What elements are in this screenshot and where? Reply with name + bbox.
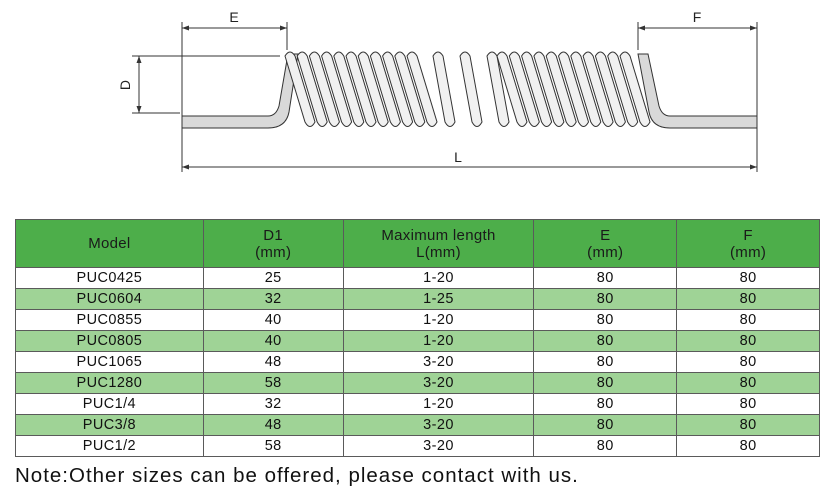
- dimension-arrows: [136, 25, 757, 170]
- table-cell: PUC1/2: [15, 435, 204, 457]
- table-cell: 58: [202, 372, 344, 394]
- coil-turn: [296, 51, 328, 127]
- coil-turns: [284, 51, 651, 127]
- table-cell: 3-20: [342, 372, 535, 394]
- coil-turn: [459, 51, 483, 127]
- table-cell: 1-25: [342, 288, 535, 310]
- coil-turn: [545, 51, 577, 127]
- table-cell: 32: [202, 288, 344, 310]
- table-cell: 1-20: [342, 267, 535, 289]
- table-cell: 80: [676, 393, 820, 415]
- table-cell: 80: [533, 372, 678, 394]
- coil-turn: [508, 51, 540, 127]
- e-label: E: [229, 9, 238, 25]
- coil-turn: [582, 51, 614, 127]
- f-label: F: [693, 9, 702, 25]
- header-model: Model: [15, 219, 204, 268]
- header-f: F(mm): [676, 219, 820, 268]
- table-cell: 1-20: [342, 330, 535, 352]
- table-cell: PUC0425: [15, 267, 204, 289]
- table-cell: 3-20: [342, 414, 535, 436]
- coil-turn: [496, 51, 528, 127]
- table-cell: 80: [533, 288, 678, 310]
- coil-turn: [521, 51, 553, 127]
- coil-turn: [486, 51, 510, 127]
- table-cell: 80: [533, 435, 678, 457]
- table-cell: 80: [676, 435, 820, 457]
- table-cell: 48: [202, 414, 344, 436]
- table-cell: 32: [202, 393, 344, 415]
- table-cell: PUC3/8: [15, 414, 204, 436]
- left-tube-end: [181, 53, 299, 129]
- table-cell: 58: [202, 435, 344, 457]
- l-label: L: [454, 149, 462, 165]
- coil-turn: [594, 51, 626, 127]
- table-cell: 1-20: [342, 309, 535, 331]
- table-cell: 80: [533, 267, 678, 289]
- coil-turn: [345, 51, 377, 127]
- d-label: D: [117, 80, 133, 90]
- coil-turn: [357, 51, 389, 127]
- table-cell: 80: [676, 351, 820, 373]
- table-cell: 80: [533, 309, 678, 331]
- table-cell: 40: [202, 330, 344, 352]
- header-d1: D1(mm): [202, 219, 344, 268]
- coil-turn: [394, 51, 426, 127]
- table-cell: 80: [676, 330, 820, 352]
- table-cell: 40: [202, 309, 344, 331]
- table-cell: 25: [202, 267, 344, 289]
- table-cell: PUC1280: [15, 372, 204, 394]
- table-cell: PUC1065: [15, 351, 204, 373]
- table-cell: 3-20: [342, 435, 535, 457]
- dimension-lines: [132, 22, 758, 172]
- coil-turn: [382, 51, 414, 127]
- table-cell: 48: [202, 351, 344, 373]
- coil-turn: [308, 51, 340, 127]
- coil-turn: [284, 51, 316, 127]
- table-cell: 80: [533, 414, 678, 436]
- coil-turn: [533, 51, 565, 127]
- coil-turn: [570, 51, 602, 127]
- coil-turn: [369, 51, 401, 127]
- table-cell: 3-20: [342, 351, 535, 373]
- coil-turn: [406, 51, 438, 127]
- coil-turn: [432, 51, 456, 127]
- table-cell: 80: [676, 309, 820, 331]
- table-cell: 80: [676, 288, 820, 310]
- coil-turn: [607, 51, 639, 127]
- right-tube-end: [637, 53, 758, 129]
- coil-turn: [333, 51, 365, 127]
- table-cell: 1-20: [342, 393, 535, 415]
- table-cell: PUC0604: [15, 288, 204, 310]
- note-text: Note:Other sizes can be offered, please …: [15, 464, 579, 487]
- table-cell: PUC1/4: [15, 393, 204, 415]
- table-cell: PUC0805: [15, 330, 204, 352]
- table-cell: 80: [533, 330, 678, 352]
- table-cell: 80: [676, 414, 820, 436]
- table-cell: 80: [533, 393, 678, 415]
- coil-tube-diagram: E F L D: [117, 9, 758, 172]
- table-cell: 80: [676, 267, 820, 289]
- table-cell: PUC0855: [15, 309, 204, 331]
- table-cell: 80: [676, 372, 820, 394]
- header-e: E(mm): [533, 219, 678, 268]
- coil-turn: [619, 51, 651, 127]
- coil-turn: [557, 51, 590, 127]
- table-cell: 80: [533, 351, 678, 373]
- coil-turn: [321, 51, 353, 127]
